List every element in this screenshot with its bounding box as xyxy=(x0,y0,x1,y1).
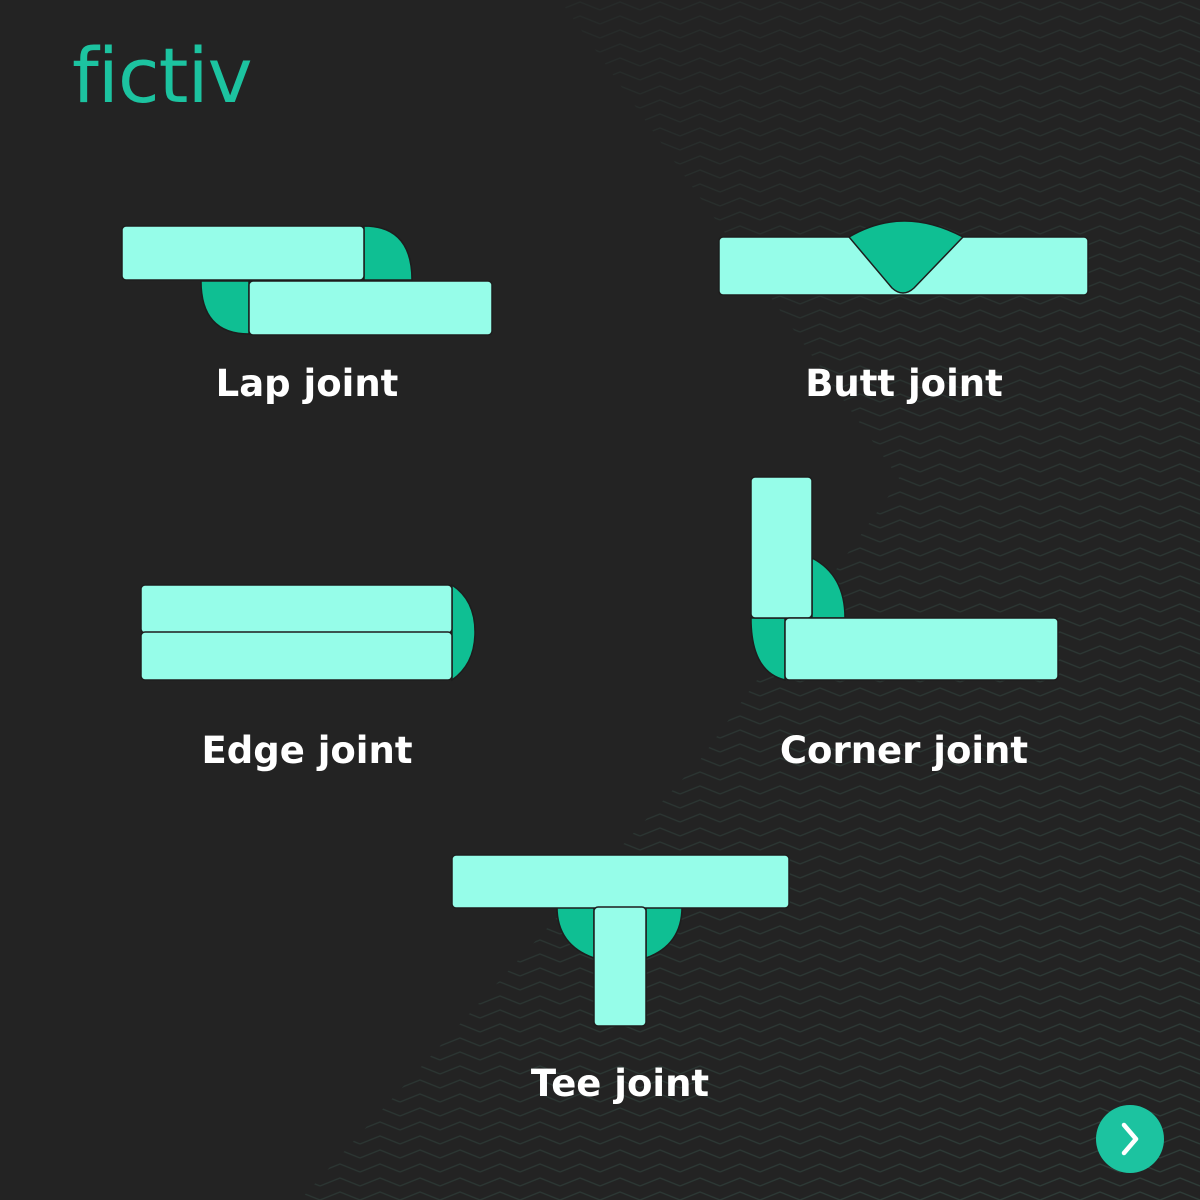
fictiv-logo: fictiv xyxy=(72,31,253,120)
lap-weld-top xyxy=(363,225,413,281)
tee-plate-vertical xyxy=(593,906,647,1027)
lap-plate-top xyxy=(121,225,365,281)
tee-weld-left xyxy=(556,906,595,960)
edge-weld xyxy=(451,583,476,682)
tee-joint-label: Tee joint xyxy=(530,1062,710,1105)
chevron-right-icon xyxy=(1121,1122,1139,1156)
edge-joint-label: Edge joint xyxy=(201,729,413,772)
next-button[interactable] xyxy=(1096,1105,1164,1173)
corner-plate-horizontal xyxy=(784,617,1059,681)
corner-weld-outer xyxy=(750,617,786,681)
corner-joint-label: Corner joint xyxy=(779,729,1029,772)
tee-plate-horizontal xyxy=(451,854,790,909)
butt-weld xyxy=(847,220,965,294)
lap-plate-bottom xyxy=(248,280,493,336)
lap-joint-label: Lap joint xyxy=(215,362,399,405)
butt-joint-label: Butt joint xyxy=(805,362,1003,405)
tee-weld-right xyxy=(645,906,683,960)
corner-plate-vertical xyxy=(750,476,813,619)
lap-weld-bottom xyxy=(200,280,250,335)
edge-plate-bottom xyxy=(140,631,453,681)
